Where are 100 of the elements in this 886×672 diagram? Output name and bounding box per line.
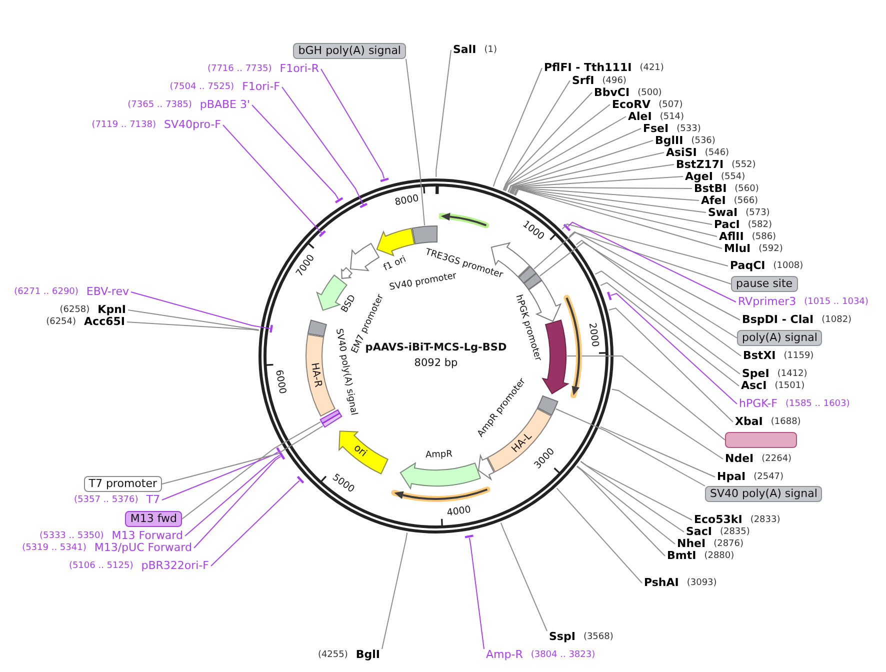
leader-line [509,152,664,194]
primer-name: M13/pUC Forward [94,542,192,554]
primer-binding-range: (5106 .. 5125) [68,560,134,572]
cut-site-position: (566) [734,194,758,206]
leader-line [611,388,724,460]
cut-site-position: (421) [640,62,664,74]
enzyme-name: Eco53kI [694,514,742,526]
primer-binding-range: (7716 .. 7735) [207,63,272,75]
feature-tag: M13 fwd [125,511,182,527]
primer-name: pBABE 3' [200,99,250,111]
cut-site-position: (2547) [754,471,784,483]
leader-line [503,92,592,191]
feature-tag: T7 promoter [84,476,162,492]
enzyme-name: AleI [628,110,652,122]
enzyme-name: SacI [686,526,712,538]
primer-binding-range: (6271 .. 6290) [14,286,78,298]
leader-line [568,222,736,302]
cut-site-position: (2833) [750,514,780,526]
leader-line [514,188,718,237]
cut-site-position: (1159) [784,350,814,362]
enzyme-name: MluI [724,242,751,254]
cut-site-position: (573) [746,206,770,218]
tick-label: 2000 [586,322,600,348]
primer-name: F1ori-R [280,63,319,75]
cut-site-position: (514) [660,110,684,122]
plasmid-name: pAAVS-iBiT-MCS-Lg-BSD [365,342,507,354]
leader-line [576,240,742,356]
enzyme-name: BglII [655,134,684,146]
enzyme-name: BspDI - ClaI [742,314,814,326]
feature-tag: bGH poly(A) signal [293,43,406,59]
plasmid-size: 8092 bp [414,357,458,369]
enzyme-name: PflFI - Tth111I [544,62,632,74]
cut-site-position: (533) [676,122,701,134]
cut-site-position: (1412) [777,368,808,380]
primer-binding-range: (7119 .. 7138) [92,119,156,131]
leader-line [184,454,280,536]
primer-name: F1ori-F [242,81,280,93]
leader-line [382,532,408,650]
leader-line [556,488,642,584]
leader-line [507,128,642,193]
leader-line [533,232,732,284]
feature-name: ori [352,443,369,460]
primer-name: pBR322ori-F [141,560,209,572]
enzyme-name: SpeI [742,368,770,380]
enzyme-name: AfeI [701,194,726,206]
leader-line [610,292,738,404]
cut-site-position: (582) [748,218,772,230]
enzyme-name: SrfI [572,74,594,86]
leader-line [504,104,610,192]
enzyme-name: FseI [643,122,669,134]
feature-name: HA-R [308,362,323,388]
cut-site-position: (2835) [720,526,750,538]
leader-line [252,104,339,200]
enzyme-name: SalI [453,44,476,56]
feature-tag [725,432,797,448]
leader-line [194,456,282,548]
leader-line [555,408,706,486]
leader-line [468,537,484,650]
leader-line [512,187,700,201]
primer-binding-range: (1015 .. 1034) [804,296,868,308]
cut-site-position: (6254) [46,316,76,328]
cut-site-position: (2880) [704,550,734,562]
primer-name: T7 [146,494,160,506]
leader-line [510,164,674,194]
feature-tag: poly(A) signal [737,330,822,346]
primer-name: SV40pro-F [164,119,221,131]
leader-line [600,282,740,386]
leader-line [514,188,712,225]
primer-binding-range: (3804 .. 3823) [530,649,596,661]
primer-binding-range: (5319 .. 5341) [22,542,86,554]
enzyme-name: NdeI [725,453,754,465]
primer-binding-range: (5333 .. 5350) [39,530,104,542]
tick-label: 8000 [394,194,420,208]
cut-site-position: (1) [484,44,497,56]
cut-site-position: (554) [720,170,746,182]
cut-site-position: (4255) [318,649,348,661]
enzyme-name: BstBI [694,182,727,194]
cut-site-position: (592) [758,242,783,254]
primer-binding-range: (7365 .. 7385) [128,99,192,111]
enzyme-name: HpaI [717,471,746,483]
cut-site-position: (2876) [714,538,744,550]
enzyme-name: BstXI [743,350,776,362]
enzyme-name: PacI [714,218,740,230]
cut-site-position: (2264) [762,453,792,465]
cut-site-position: (496) [602,74,626,86]
feature-tag: SV40 poly(A) signal [705,486,822,502]
enzyme-name: Acc65I [84,316,125,328]
feature-label: f1 ori [382,254,408,274]
enzyme-name: KpnI [98,304,126,316]
leader-line [128,310,260,330]
feature-label: AmpR [426,449,454,460]
leader-line [600,426,716,478]
enzyme-name: NheI [677,538,706,550]
enzyme-name: AgeI [685,170,713,182]
cut-site-position: (500) [638,86,662,98]
primer-binding-range: (1585 .. 1603) [785,398,850,410]
leader-line [580,460,692,520]
primer-name: RVprimer3 [738,296,796,308]
leader-line [539,242,738,338]
tick-label: 6000 [273,370,288,396]
